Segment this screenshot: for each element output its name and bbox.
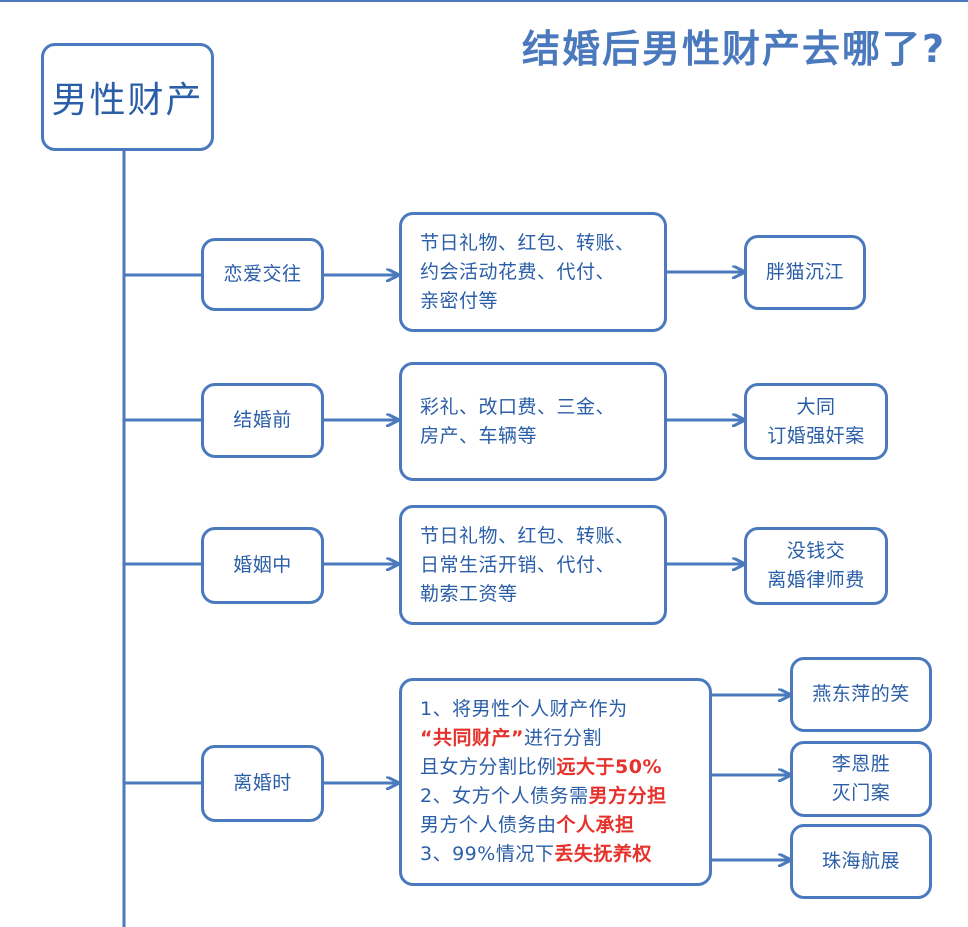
page-title: 结婚后男性财产去哪了? — [521, 27, 946, 71]
detail-text: 2、女方个人债务需 — [420, 785, 589, 807]
detail-node-divorce: 1、将男性个人财产作为“共同财产”进行分割且女方分割比例远大于50%2、女方个人… — [399, 678, 712, 886]
highlight-text: “共同财产” — [420, 727, 524, 749]
stage-node-divorce: 离婚时 — [201, 745, 324, 822]
outcome-line: 李恩胜 — [831, 753, 891, 775]
outcome-node-divorce-1: 燕东萍的笑 — [790, 657, 932, 732]
detail-line: 节日礼物、红包、转账、 — [420, 231, 635, 254]
detail-text: 1、将男性个人财产作为 — [420, 698, 628, 720]
detail-node-during-marriage: 节日礼物、红包、转账、 日常生活开销、代付、 勒索工资等 — [399, 505, 667, 625]
root-node-label: 男性财产 — [51, 80, 204, 121]
detail-line: “共同财产”进行分割 — [420, 724, 667, 753]
top-rule — [0, 0, 968, 2]
outcome-line: 离婚律师费 — [767, 569, 865, 591]
highlight-text: 男方分担 — [588, 785, 667, 807]
outcome-line: 胖猫沉江 — [765, 261, 844, 283]
stage-node-dating: 恋爱交往 — [201, 238, 324, 311]
stage-node-during-marriage: 婚姻中 — [201, 527, 324, 604]
detail-node-dating: 节日礼物、红包、转账、 约会活动花费、代付、 亲密付等 — [399, 212, 667, 332]
stage-label: 婚姻中 — [233, 554, 292, 576]
detail-line: 房产、车辆等 — [420, 424, 538, 447]
detail-line: 3、99%情况下丢失抚养权 — [420, 840, 667, 869]
detail-line: 男方个人债务由个人承担 — [420, 811, 667, 840]
detail-line: 且女方分割比例远大于50% — [420, 753, 667, 782]
outcome-node-dating: 胖猫沉江 — [744, 235, 866, 310]
highlight-text: 丢失抚养权 — [554, 843, 652, 865]
detail-line: 勒索工资等 — [420, 582, 518, 605]
detail-node-before-marriage: 彩礼、改口费、三金、 房产、车辆等 — [399, 362, 667, 481]
root-node: 男性财产 — [41, 43, 214, 151]
detail-line: 亲密付等 — [420, 289, 499, 312]
outcome-node-divorce-2: 李恩胜 灭门案 — [790, 741, 932, 817]
detail-line: 节日礼物、红包、转账、 — [420, 524, 635, 547]
divorce-detail-lines: 1、将男性个人财产作为“共同财产”进行分割且女方分割比例远大于50%2、女方个人… — [420, 695, 667, 869]
detail-text: 3、99%情况下 — [420, 843, 555, 865]
stage-label: 离婚时 — [233, 772, 292, 794]
outcome-line: 燕东萍的笑 — [812, 683, 910, 705]
outcome-node-divorce-3: 珠海航展 — [790, 824, 932, 899]
outcome-line: 没钱交 — [786, 540, 846, 562]
outcome-node-during-marriage: 没钱交 离婚律师费 — [744, 527, 888, 605]
outcome-line: 订婚强奸案 — [767, 424, 865, 447]
outcome-line: 珠海航展 — [821, 850, 900, 872]
highlight-text: 远大于50% — [556, 756, 662, 778]
outcome-line: 大同 — [796, 395, 836, 418]
stage-label: 结婚前 — [233, 409, 292, 431]
stage-node-before-marriage: 结婚前 — [201, 383, 324, 458]
detail-text: 进行分割 — [523, 727, 602, 749]
stage-label: 恋爱交往 — [223, 263, 302, 285]
detail-line: 约会活动花费、代付、 — [420, 260, 616, 283]
highlight-text: 个人承担 — [556, 814, 635, 836]
detail-text: 且女方分割比例 — [420, 756, 557, 778]
detail-text: 男方个人债务由 — [420, 814, 557, 836]
detail-line: 日常生活开销、代付、 — [420, 553, 616, 576]
outcome-node-before-marriage: 大同 订婚强奸案 — [744, 383, 888, 460]
outcome-line: 灭门案 — [831, 782, 891, 804]
detail-line: 彩礼、改口费、三金、 — [420, 395, 616, 418]
detail-line: 2、女方个人债务需男方分担 — [420, 782, 667, 811]
detail-line: 1、将男性个人财产作为 — [420, 695, 667, 724]
